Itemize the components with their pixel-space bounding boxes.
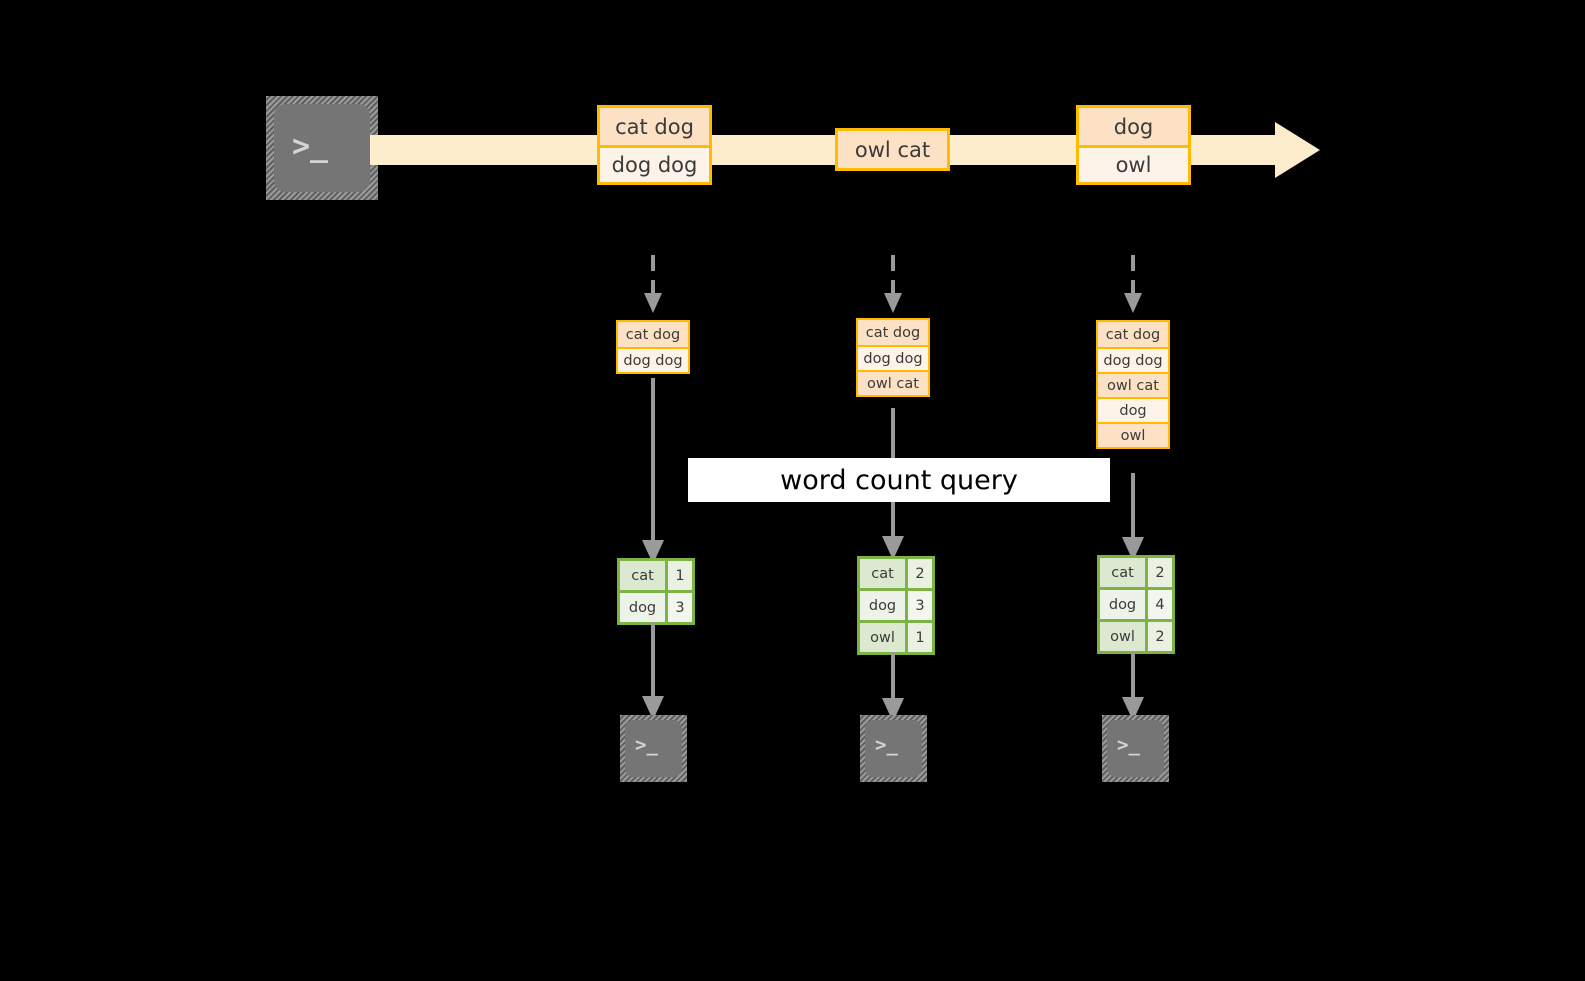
result-word: dog — [620, 593, 665, 622]
result-row: cat 2 — [1100, 558, 1172, 587]
stream-to-table-arrow-1 — [644, 255, 662, 313]
stream-batch-3: dog owl — [1076, 105, 1191, 185]
result-word: cat — [860, 559, 905, 588]
result-word: owl — [1100, 622, 1145, 651]
result-count: 3 — [665, 593, 692, 622]
result-word: owl — [860, 623, 905, 652]
result-row: dog 3 — [860, 588, 932, 620]
record-cell: cat dog — [618, 322, 688, 347]
result-table-3: cat 2 dog 4 owl 2 — [1097, 555, 1175, 654]
terminal-body: >_ — [274, 104, 370, 192]
result-count: 1 — [665, 561, 692, 590]
terminal-body: >_ — [1107, 720, 1164, 777]
record-cell: cat dog — [600, 108, 709, 145]
terminal-prompt-glyph: >_ — [1117, 734, 1140, 756]
record-cell: dog — [1098, 397, 1168, 422]
result-row: cat 1 — [620, 561, 692, 590]
sink-terminal-icon-3: >_ — [1102, 715, 1169, 782]
record-cell: owl cat — [838, 131, 947, 168]
result-word: cat — [1100, 558, 1145, 587]
result-count: 1 — [905, 623, 932, 652]
record-cell: dog dog — [600, 145, 709, 182]
result-row: cat 2 — [860, 559, 932, 588]
result-word: cat — [620, 561, 665, 590]
record-cell: owl cat — [858, 370, 928, 395]
input-table-3: cat dog dog dog owl cat dog owl — [1096, 320, 1170, 449]
record-cell: owl — [1079, 145, 1188, 182]
record-cell: dog dog — [1098, 347, 1168, 372]
stream-batch-1: cat dog dog dog — [597, 105, 712, 185]
terminal-body: >_ — [865, 720, 922, 777]
sink-arrow-2 — [882, 652, 904, 722]
result-row: dog 4 — [1100, 587, 1172, 619]
result-count: 2 — [905, 559, 932, 588]
terminal-prompt-glyph: >_ — [292, 129, 329, 164]
sink-arrow-3 — [1122, 651, 1144, 721]
source-terminal-icon: >_ — [266, 96, 378, 200]
input-table-2: cat dog dog dog owl cat — [856, 318, 930, 397]
result-row: owl 1 — [860, 620, 932, 652]
record-cell: dog dog — [858, 345, 928, 370]
result-count: 4 — [1145, 590, 1172, 619]
query-arrow-3 — [1122, 473, 1144, 561]
stream-to-table-arrow-3 — [1124, 255, 1142, 313]
record-cell: owl cat — [1098, 372, 1168, 397]
sink-terminal-icon-2: >_ — [860, 715, 927, 782]
result-word: dog — [1100, 590, 1145, 619]
result-table-1: cat 1 dog 3 — [617, 558, 695, 625]
stream-batch-2: owl cat — [835, 128, 950, 171]
record-cell: cat dog — [858, 320, 928, 345]
query-arrow-1 — [642, 378, 664, 564]
terminal-prompt-glyph: >_ — [875, 734, 898, 756]
result-row: owl 2 — [1100, 619, 1172, 651]
result-count: 2 — [1145, 558, 1172, 587]
result-row: dog 3 — [620, 590, 692, 622]
result-word: dog — [860, 591, 905, 620]
terminal-body: >_ — [625, 720, 682, 777]
query-label: word count query — [688, 458, 1110, 502]
result-count: 3 — [905, 591, 932, 620]
terminal-prompt-glyph: >_ — [635, 734, 658, 756]
sink-arrow-1 — [642, 622, 664, 720]
sink-terminal-icon-1: >_ — [620, 715, 687, 782]
record-cell: dog — [1079, 108, 1188, 145]
result-count: 2 — [1145, 622, 1172, 651]
result-table-2: cat 2 dog 3 owl 1 — [857, 556, 935, 655]
record-cell: owl — [1098, 422, 1168, 447]
record-cell: dog dog — [618, 347, 688, 372]
record-cell: cat dog — [1098, 322, 1168, 347]
stream-to-table-arrow-2 — [884, 255, 902, 313]
input-table-1: cat dog dog dog — [616, 320, 690, 374]
